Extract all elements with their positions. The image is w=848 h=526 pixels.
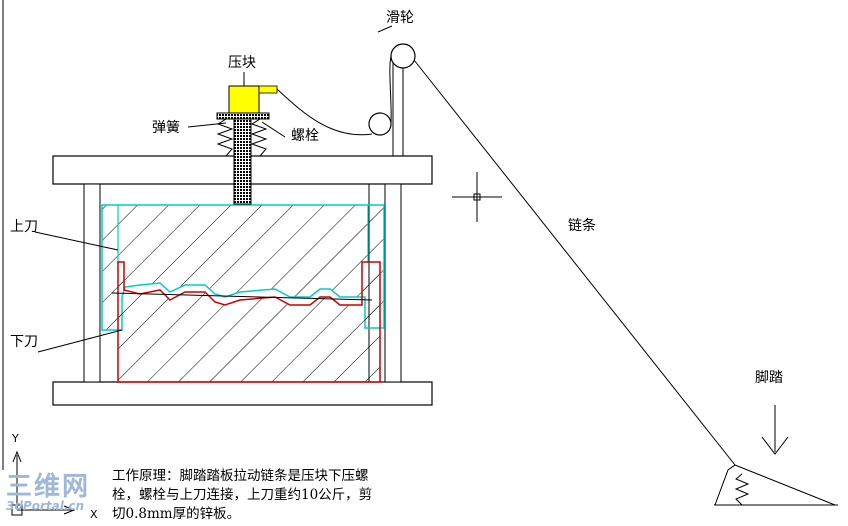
spring-leader (187, 122, 227, 128)
pedal-spring (734, 473, 750, 506)
pedal-arrow-head (761, 436, 789, 455)
watermark-small: 3dPortal.cn (6, 499, 85, 513)
bolt-leader (261, 121, 286, 138)
axis-y-label: Y (11, 432, 19, 445)
zinc-sheet (111, 292, 373, 301)
label-press-block: 压块 (228, 55, 256, 71)
label-pulley: 滑轮 (386, 9, 414, 26)
description-line-2: 栓，螺栓与上刀连接，上刀重约10公斤，剪 (112, 487, 373, 503)
small-pulley (368, 112, 392, 136)
bolt-washer (216, 112, 270, 120)
pulley-leader (377, 25, 393, 33)
bolt (233, 117, 252, 205)
label-lower-blade: 下刀 (10, 334, 38, 350)
watermark-logo: 三维网 3dPortal.cn (6, 474, 90, 512)
press-block (228, 85, 260, 114)
bottom-plate (52, 381, 433, 406)
description-line-3: 切0.8mm厚的锌板。 (112, 506, 241, 522)
label-upper-blade: 上刀 (10, 219, 38, 235)
watermark-big: 三维网 (6, 472, 91, 502)
pedal-lever (714, 464, 836, 506)
ucs-axis-icon: Y X (11, 432, 98, 521)
press-block-tab (258, 85, 278, 94)
spring-left (216, 118, 234, 157)
description-line-1: 工作原理：脚踏踏板拉动链条是压块下压螺 (112, 468, 369, 484)
upper-blade-leader (34, 231, 119, 251)
chain (276, 55, 736, 466)
lower-blade-leader (37, 329, 123, 353)
label-pedal: 脚踏 (755, 370, 783, 386)
label-spring: 弹簧 (152, 120, 180, 136)
axis-x-label: X (90, 508, 98, 521)
top-pulley (390, 43, 416, 69)
working-principle-text: 工作原理：脚踏踏板拉动链条是压块下压螺 栓，螺栓与上刀连接，上刀重约10公斤，剪… (112, 467, 412, 524)
spring-right (250, 118, 268, 157)
label-bolt: 螺栓 (291, 128, 319, 144)
left-post (83, 183, 101, 383)
crosshair-cursor-icon (452, 172, 502, 222)
label-chain: 链条 (568, 217, 596, 234)
